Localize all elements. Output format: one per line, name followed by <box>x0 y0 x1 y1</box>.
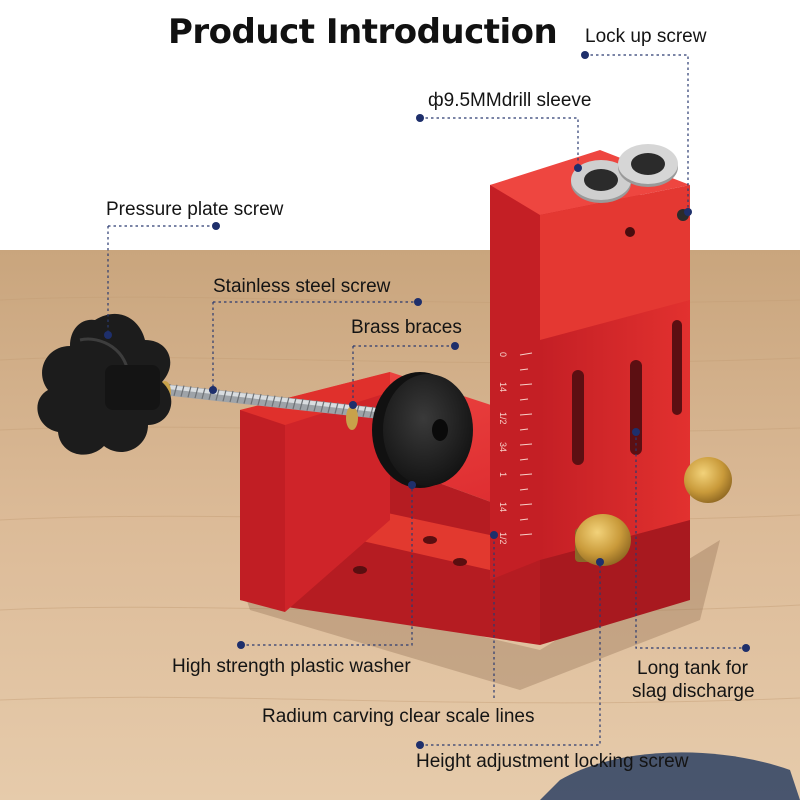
label-height-adjustment-screw: Height adjustment locking screw <box>416 751 689 772</box>
slot-2 <box>630 360 642 455</box>
label-stainless-steel-screw: Stainless steel screw <box>213 276 391 297</box>
scale-mark: 1/2 <box>498 532 508 545</box>
label-lock-up-screw: Lock up screw <box>585 26 707 47</box>
brass-knob-front <box>575 514 631 566</box>
pressure-washer <box>372 372 473 488</box>
scale-mark: 0 <box>498 352 508 357</box>
label-brass-braces: Brass braces <box>351 317 462 338</box>
label-drill-sleeve: ф9.5MMdrill sleeve <box>428 90 592 111</box>
slot-3 <box>672 320 682 415</box>
label-pressure-plate-screw: Pressure plate screw <box>106 199 284 220</box>
slot-1 <box>572 370 584 465</box>
left-wall-inner <box>285 392 390 612</box>
leader-lines <box>104 51 750 749</box>
jig-shadow <box>240 540 720 690</box>
scale-mark: 14 <box>498 502 508 512</box>
brass-knob-side <box>684 457 732 503</box>
scale-mark: 1 <box>498 472 508 477</box>
label-scale-lines: Radium carving clear scale lines <box>262 706 535 727</box>
scale-mark: 34 <box>498 442 508 452</box>
star-knob <box>37 313 172 455</box>
page-title: Product Introduction <box>168 12 558 52</box>
scale-mark: 14 <box>498 382 508 392</box>
scale-ticks <box>519 352 533 536</box>
column-left-face <box>490 175 540 580</box>
left-wall-face <box>240 410 285 612</box>
scale-numbers: 0 14 1/2 34 1 14 1/2 <box>498 352 508 545</box>
drill-sleeves <box>571 144 678 203</box>
scale-mark: 1/2 <box>498 412 508 425</box>
label-plastic-washer: High strength plastic washer <box>172 656 411 677</box>
blue-cloth <box>540 752 800 800</box>
label-long-tank-line2: slag discharge <box>632 681 755 702</box>
column-angled-face <box>540 185 690 340</box>
label-long-tank-line1: Long tank for <box>637 658 748 679</box>
